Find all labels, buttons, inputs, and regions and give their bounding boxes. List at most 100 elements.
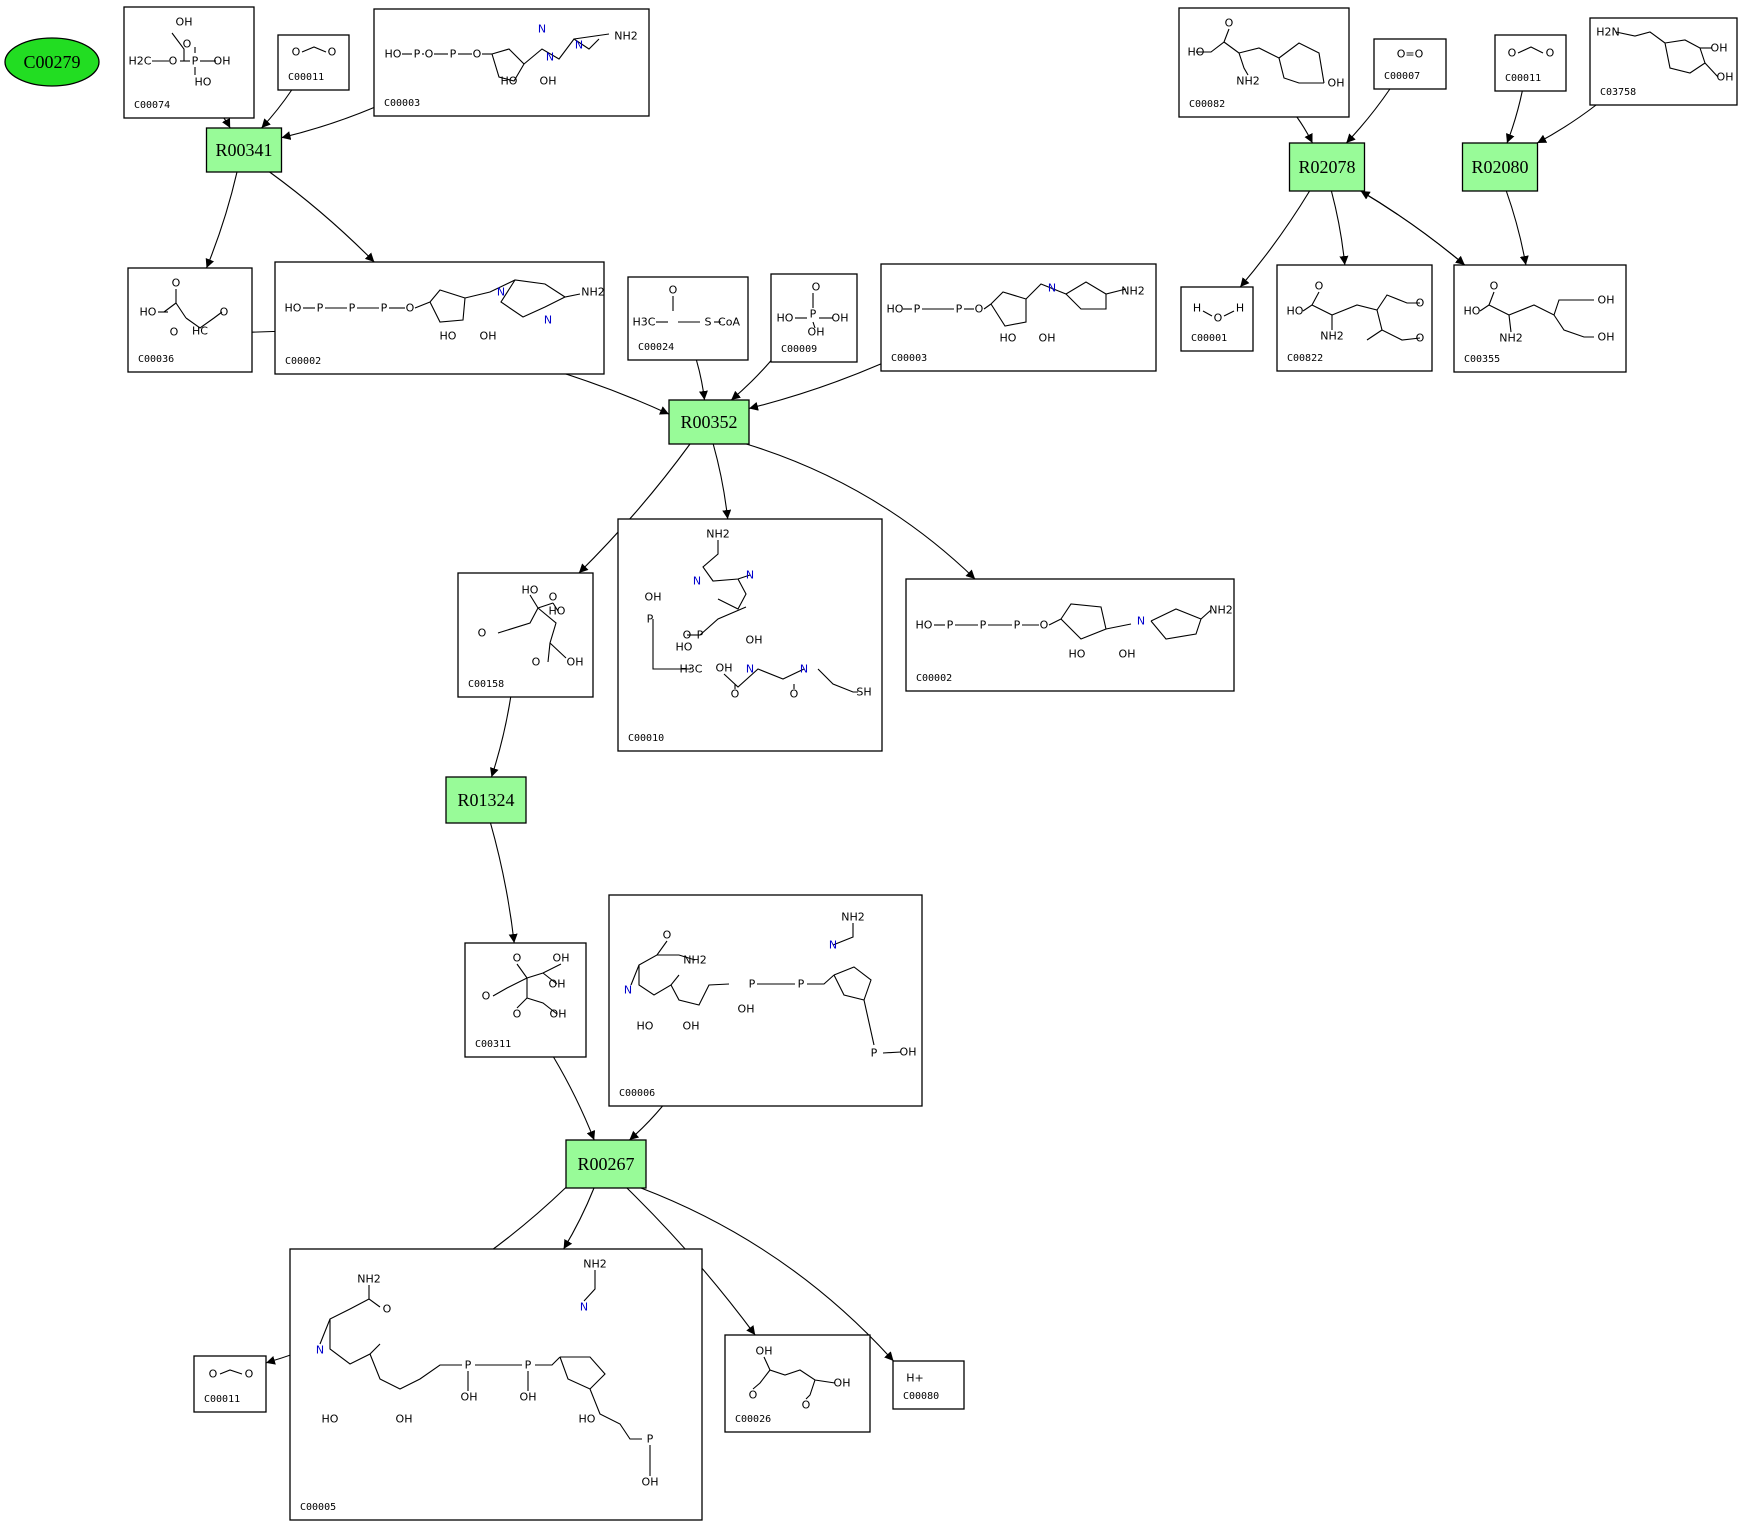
bond (670, 983, 730, 1006)
reaction-label: R02080 (1471, 157, 1528, 177)
reaction-box (1461, 142, 1539, 192)
bond (812, 321, 816, 329)
atom-label: OH (716, 662, 733, 675)
edge-r00341-to-c00036 (205, 171, 238, 269)
bond (657, 954, 696, 961)
atom-label: N (624, 984, 632, 997)
edge-c00074_a-to-r00341 (222, 117, 231, 129)
bond (549, 642, 567, 659)
edge-c00011_c-to-r02080 (1506, 90, 1523, 144)
edge-c00007-to-r02078 (1345, 88, 1391, 144)
bond (652, 619, 691, 670)
atom-label: O (482, 990, 491, 1003)
compound-id-label: C03758 (1600, 87, 1636, 98)
atom-label: OH (480, 330, 497, 343)
atom-label: OH (834, 1377, 851, 1390)
atom-label: N (800, 663, 808, 676)
bond (630, 940, 668, 986)
bond (638, 965, 680, 996)
compound-node-c00001[interactable]: HOH C00001 (1180, 286, 1254, 352)
bond (535, 1356, 561, 1366)
bond (817, 668, 858, 693)
bond (990, 291, 1027, 327)
structure-drawing: HOH (1193, 302, 1244, 325)
reaction-node-r01324[interactable]: R01324 (445, 776, 527, 824)
atom-label: O (513, 952, 522, 965)
compound-id-label: C00001 (1191, 333, 1227, 344)
bond (702, 540, 751, 582)
atom-label: HO (777, 312, 794, 325)
atom-label: O (172, 277, 181, 290)
reaction-box (565, 1139, 647, 1189)
atom-label: P (914, 303, 921, 316)
atom-label: O (383, 1303, 392, 1316)
reaction-label: R00267 (577, 1154, 634, 1174)
compound-box (277, 34, 350, 91)
bond (1704, 62, 1719, 78)
compound-box (274, 261, 605, 375)
bond (1517, 46, 1544, 54)
reaction-node-r00352[interactable]: R00352 (668, 399, 750, 445)
atom-label: H (1236, 302, 1244, 315)
atom-label: S (705, 316, 712, 329)
reaction-node-r02080[interactable]: R02080 (1461, 142, 1539, 192)
edge-c00082-to-r02078 (1296, 116, 1313, 144)
reaction-node-r00341[interactable]: R00341 (205, 127, 283, 173)
start-node[interactable]: C00279 (4, 37, 100, 87)
atom-label: OH (549, 978, 566, 991)
bond (1048, 618, 1062, 626)
bond (752, 1369, 771, 1390)
atom-label: NH2 (683, 954, 707, 967)
atom-label: O (1416, 297, 1425, 310)
compound-id-label: C00002 (916, 673, 952, 684)
atom-label: O (170, 326, 179, 339)
compound-id-label: C00822 (1287, 353, 1323, 364)
reaction-node-r00267[interactable]: R00267 (565, 1139, 647, 1189)
edge-c00355-to-r02078 (1360, 190, 1466, 266)
compound-node-c00080[interactable]: H+C00080 (892, 1360, 965, 1410)
reaction-node-r02078[interactable]: R02078 (1288, 142, 1366, 192)
compound-id-label: C00082 (1189, 99, 1225, 110)
compound-id-label: C00080 (903, 1391, 939, 1402)
compound-id-label: C00011 (1505, 73, 1541, 84)
atom-label: O (812, 281, 821, 294)
compound-id-label: C00009 (781, 344, 817, 355)
bond (1278, 42, 1325, 84)
atom-label: O (1416, 332, 1425, 345)
bond (983, 303, 992, 310)
bond (429, 289, 466, 323)
bond (807, 974, 835, 985)
bond (516, 963, 562, 979)
edge-r00267-to-c00005 (563, 1187, 595, 1250)
atom-label: CoA (718, 316, 740, 329)
